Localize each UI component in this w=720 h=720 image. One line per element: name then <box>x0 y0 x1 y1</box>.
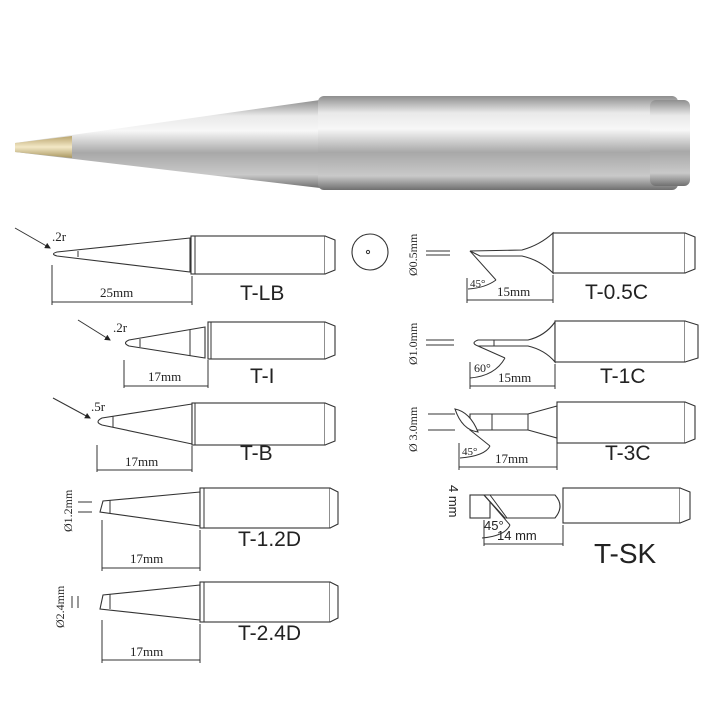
length-label: 17mm <box>495 451 528 466</box>
tip-radius-label: .2r <box>113 320 128 335</box>
model-label: T-1.2D <box>238 528 301 551</box>
tip-t-i: .2r 17mm T-I <box>77 319 336 388</box>
length-label: 15mm <box>498 370 531 385</box>
tip-t-1-2d: Ø1.2mm 17mm T-1.2D <box>61 487 339 571</box>
length-label: 17mm <box>125 454 158 469</box>
length-label: 25mm <box>100 285 133 300</box>
tip-t-1c: Ø1.0mm 60° 15mm T-1C <box>406 320 699 389</box>
tip-radius-label: .5r <box>91 399 106 414</box>
tip-t-2-4d: Ø2.4mm 17mm T-2.4D <box>53 581 339 663</box>
model-label: T-1C <box>600 365 646 388</box>
model-label: T-B <box>240 442 273 465</box>
diameter-label: Ø1.2mm <box>61 489 75 532</box>
length-label: 17mm <box>130 551 163 566</box>
length-label: 17mm <box>130 644 163 659</box>
tip-radius-label: .2r <box>52 229 67 244</box>
model-label: T-LB <box>240 282 284 305</box>
model-label: T-2.4D <box>238 622 301 645</box>
tip-t-b: .5r 17mm T-B <box>52 397 336 472</box>
angle-label: 45° <box>470 278 485 290</box>
diameter-label: Ø1.0mm <box>406 322 420 365</box>
diameter-label: 4 mm <box>446 485 461 518</box>
model-label: T-0.5C <box>585 281 648 304</box>
length-label: 14 mm <box>497 528 537 543</box>
diameter-label: Ø2.4mm <box>53 585 67 628</box>
diameter-label: Ø0.5mm <box>406 233 420 276</box>
angle-label: 45° <box>484 518 504 533</box>
tip-t-3c: Ø 3.0mm 45° 17mm T-3C <box>406 401 696 470</box>
angle-label: 60° <box>474 361 491 375</box>
model-label: T-I <box>250 365 275 388</box>
tip-t-0-5c: Ø0.5mm 45° 15mm T-0.5C <box>406 231 696 304</box>
angle-label: 45° <box>462 446 477 458</box>
tip-photo <box>15 96 690 190</box>
model-label: T-SK <box>594 538 657 569</box>
tip-t-sk: 4 mm 45° 14 mm T-SK <box>446 485 691 569</box>
length-label: 17mm <box>148 369 181 384</box>
length-label: 15mm <box>497 284 530 299</box>
tip-t-lb: .2r 25mm T-LB <box>14 227 389 305</box>
diameter-label: Ø 3.0mm <box>406 406 420 452</box>
model-label: T-3C <box>605 442 651 465</box>
